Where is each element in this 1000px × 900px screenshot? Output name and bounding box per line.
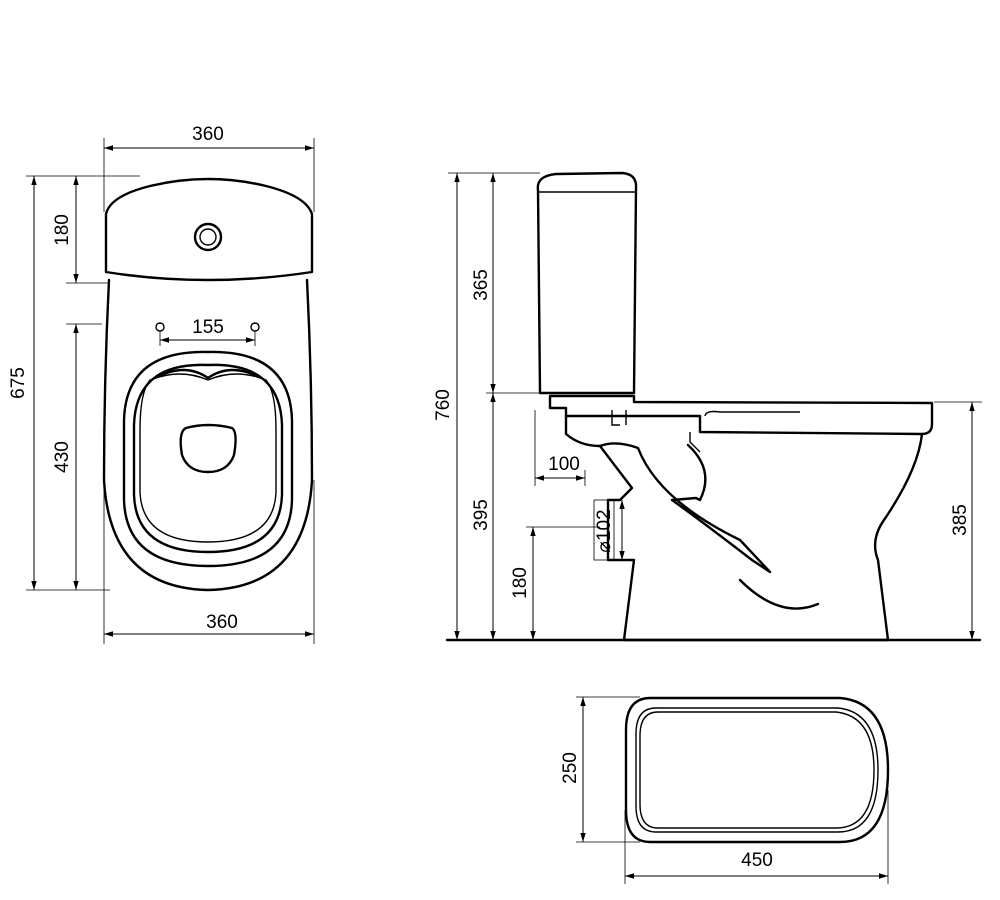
front-view: 360 675 180 430 155 360 bbox=[8, 124, 315, 644]
trapway bbox=[598, 442, 772, 574]
side-view: 760 365 395 100 ⌀102 180 385 bbox=[433, 171, 982, 642]
dim-total-depth: 675 bbox=[8, 367, 29, 399]
bowl-outline bbox=[102, 278, 314, 592]
rim-side bbox=[548, 394, 934, 436]
dim-outlet-height: 180 bbox=[510, 567, 531, 599]
dim-bolt-spacing: 155 bbox=[192, 317, 224, 338]
tank-side bbox=[536, 171, 638, 395]
bolt-hole-left bbox=[155, 322, 165, 332]
bolt-hole-right bbox=[250, 322, 260, 332]
dim-bowl-height: 395 bbox=[471, 499, 492, 531]
dim-tank-side-height: 365 bbox=[471, 269, 492, 301]
rim-top-outer bbox=[624, 696, 890, 844]
dim-outlet-offset: 100 bbox=[548, 454, 580, 475]
bowl-side bbox=[564, 414, 924, 642]
dim-outlet-diameter: ⌀102 bbox=[594, 509, 615, 552]
dim-width-bottom: 360 bbox=[206, 612, 238, 633]
flush-button-icon bbox=[193, 222, 223, 252]
dim-seat-height: 385 bbox=[950, 504, 971, 536]
tank-outline bbox=[104, 177, 314, 282]
dim-top-width: 450 bbox=[741, 850, 773, 871]
seat-outer bbox=[122, 350, 294, 568]
top-view: 250 450 bbox=[560, 696, 890, 884]
dim-bolt-to-rear: 430 bbox=[52, 441, 73, 473]
bowl-opening bbox=[179, 423, 237, 474]
dim-top-depth: 250 bbox=[560, 752, 581, 784]
dim-total-height: 760 bbox=[433, 389, 454, 421]
dim-width-top: 360 bbox=[192, 124, 224, 145]
dim-tank-height: 180 bbox=[52, 214, 73, 246]
